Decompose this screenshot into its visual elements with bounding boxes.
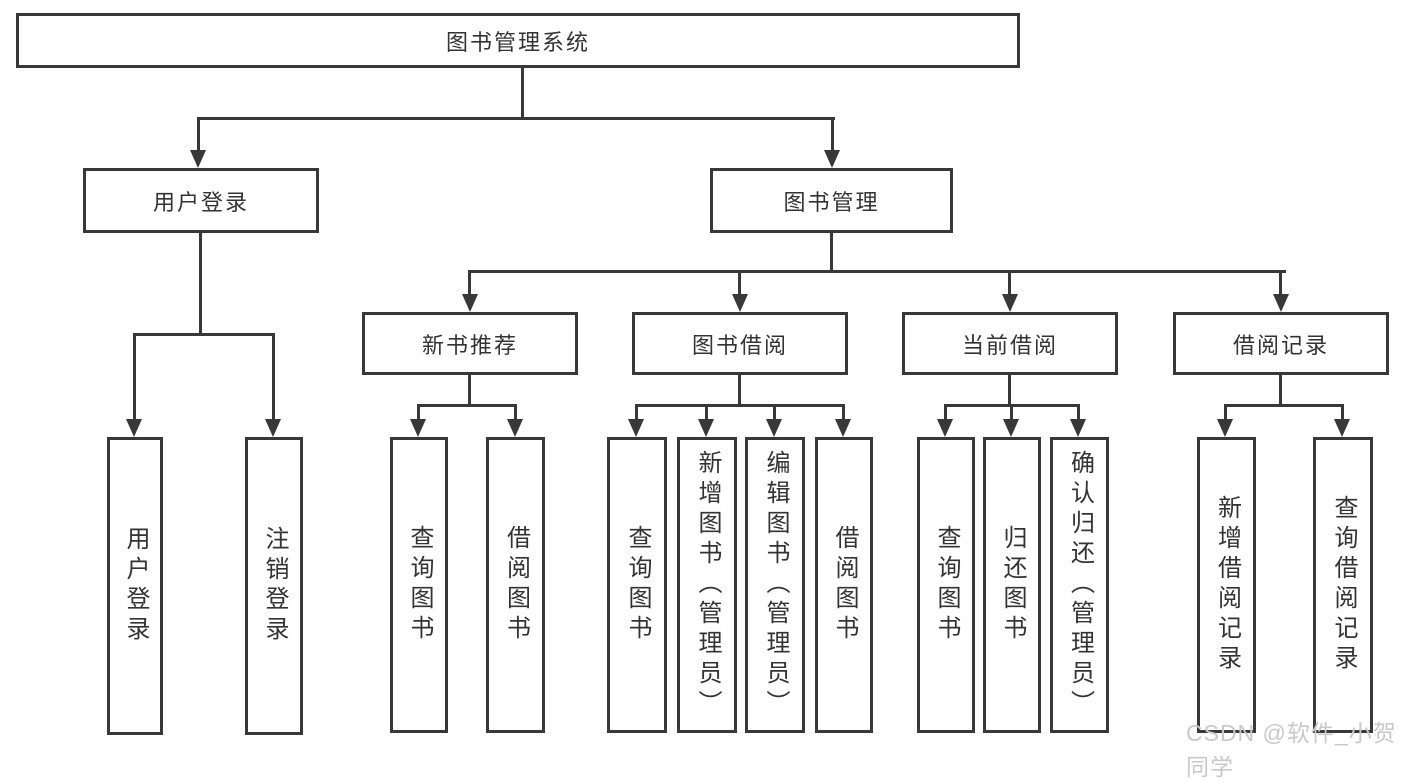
connector-arrow-stem: [468, 270, 471, 296]
connector-arrow-stem: [944, 404, 947, 421]
leaf-query-book-2: 查询图书: [607, 437, 667, 733]
leaf-add-book-admin: 新增图书（管理员）: [677, 437, 737, 733]
leaf-user-login: 用户登录: [107, 437, 163, 735]
connector-arrow-stem: [197, 117, 200, 153]
connector-userlogin-stem: [199, 233, 202, 335]
arrowhead-down-icon: [732, 294, 748, 312]
arrowhead-down-icon: [1003, 419, 1019, 437]
arrowhead-down-icon: [1002, 294, 1018, 312]
connector-arrow-stem: [738, 270, 741, 296]
arrowhead-down-icon: [265, 419, 281, 437]
csdn-watermark: CSDN @软件_小贺同学: [1186, 720, 1397, 780]
arrowhead-down-icon: [507, 419, 523, 437]
connector-arrow-stem: [1010, 404, 1013, 421]
arrowhead-down-icon: [937, 419, 953, 437]
connector-arrow-stem: [514, 404, 517, 421]
node-book-management: 图书管理: [710, 168, 953, 233]
connector-level2-rail: [197, 117, 835, 120]
connector-arrow-stem: [773, 404, 776, 421]
connector-borrowrecord-rail: [1224, 404, 1343, 407]
connector-arrow-stem: [635, 404, 638, 421]
arrowhead-down-icon: [835, 419, 851, 437]
leaf-return-book: 归还图书: [983, 437, 1041, 733]
leaf-query-book-3: 查询图书: [917, 437, 975, 733]
leaf-edit-book-admin: 编辑图书（管理员）: [745, 437, 805, 733]
node-current-borrow: 当前借阅: [902, 312, 1118, 375]
connector-arrow-stem: [1077, 404, 1080, 421]
connector-arrow-stem: [417, 404, 420, 421]
leaf-borrow-book-1: 借阅图书: [486, 437, 545, 733]
connector-borrowrecord-stem: [1279, 375, 1282, 407]
node-book-borrow: 图书借阅: [632, 312, 848, 375]
arrowhead-down-icon: [1217, 419, 1233, 437]
connector-newbook-rail: [417, 404, 517, 407]
arrowhead-down-icon: [824, 150, 840, 168]
leaf-add-borrow-record: 新增借阅记录: [1197, 437, 1256, 733]
connector-arrow-stem: [1341, 404, 1344, 421]
node-new-book-recommend: 新书推荐: [362, 312, 578, 375]
connector-arrow-stem: [1008, 270, 1011, 296]
connector-arrow-stem: [133, 333, 136, 421]
node-borrow-record: 借阅记录: [1173, 312, 1389, 375]
leaf-query-book-1: 查询图书: [390, 437, 448, 733]
arrowhead-down-icon: [698, 419, 714, 437]
connector-arrow-stem: [1279, 270, 1282, 296]
connector-arrow-stem: [831, 117, 834, 153]
leaf-borrow-book-2: 借阅图书: [815, 437, 873, 733]
connector-level3-rail: [469, 270, 1286, 273]
node-user-login: 用户登录: [83, 168, 319, 233]
connector-arrow-stem: [705, 404, 708, 421]
leaf-query-borrow-record: 查询借阅记录: [1313, 437, 1373, 733]
connector-bookborrow-stem: [738, 375, 741, 407]
arrowhead-down-icon: [190, 150, 206, 168]
connector-arrow-stem: [842, 404, 845, 421]
connector-userlogin-rail: [133, 333, 275, 336]
connector-currentborrow-stem: [1008, 375, 1011, 407]
connector-bookmgmt-stem: [830, 233, 833, 273]
connector-arrow-stem: [272, 333, 275, 421]
connector-arrow-stem: [1224, 404, 1227, 421]
leaf-logout: 注销登录: [245, 437, 303, 735]
arrowhead-down-icon: [410, 419, 426, 437]
arrowhead-down-icon: [766, 419, 782, 437]
connector-root-stem: [521, 68, 524, 120]
leaf-confirm-return-admin: 确认归还（管理员）: [1050, 437, 1109, 733]
arrowhead-down-icon: [1273, 294, 1289, 312]
arrowhead-down-icon: [628, 419, 644, 437]
arrowhead-down-icon: [126, 419, 142, 437]
connector-newbook-stem: [468, 375, 471, 407]
arrowhead-down-icon: [1334, 419, 1350, 437]
arrowhead-down-icon: [1070, 419, 1086, 437]
node-root-library-system: 图书管理系统: [16, 13, 1020, 68]
connector-bookborrow-rail: [635, 404, 845, 407]
arrowhead-down-icon: [462, 294, 478, 312]
